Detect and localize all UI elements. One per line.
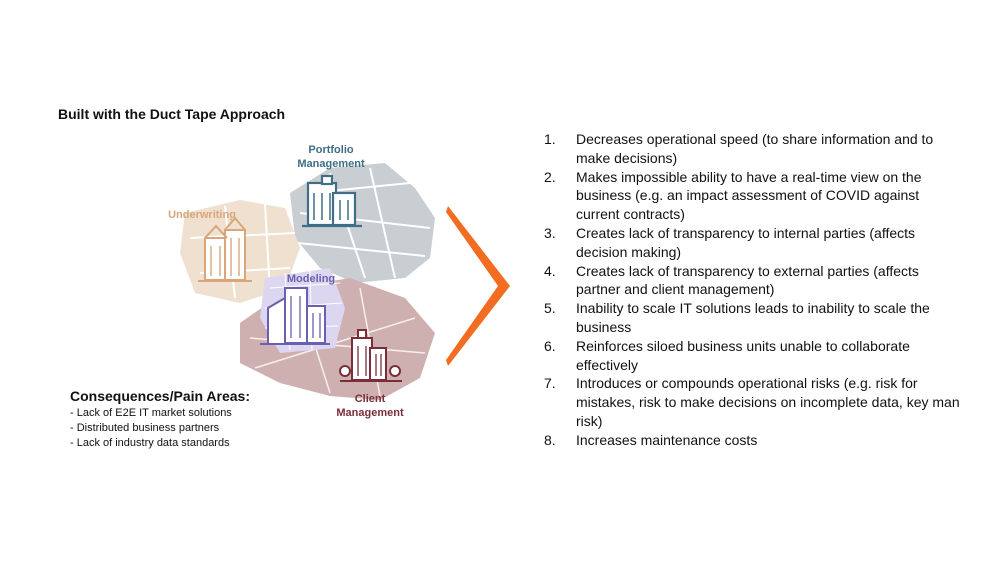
- consequence-item: - Lack of industry data standards: [70, 437, 230, 449]
- list-number: 8.: [544, 431, 556, 448]
- consequences-box: Consequences/Pain Areas: - Lack of E2E I…: [70, 388, 250, 451]
- list-number: 4.: [544, 262, 556, 279]
- list-item: 6. Reinforces siloed business units unabl…: [544, 337, 964, 375]
- city-map-illustration: [180, 163, 435, 400]
- effects-list: 1. Decreases operational speed (to share …: [544, 130, 964, 450]
- list-number: 7.: [544, 375, 556, 392]
- list-number: 1.: [544, 131, 556, 147]
- list-item: 1. Decreases operational speed (to share …: [544, 130, 964, 168]
- list-text: Creates lack of transparency to external…: [576, 262, 919, 298]
- portfolio-management-label: Portfolio Management: [296, 143, 366, 171]
- client-building-icon: [339, 329, 402, 382]
- list-text: Makes impossible ability to have a real-…: [576, 168, 922, 223]
- client-management-label: Client Management: [330, 392, 410, 420]
- list-item: 3. Creates lack of transparency to intern…: [544, 224, 964, 262]
- portfolio-building-icon: [302, 174, 362, 228]
- list-item: 2. Makes impossible ability to have a rea…: [544, 168, 964, 224]
- client-label-line1: Client: [354, 393, 386, 405]
- consequences-title: Consequences/Pain Areas:: [70, 388, 250, 404]
- consequence-item: - Distributed business partners: [70, 422, 220, 434]
- list-number: 3.: [544, 224, 556, 241]
- list-item: 8. Increases maintenance costs: [544, 431, 964, 450]
- list-item: 4. Creates lack of transparency to extern…: [544, 262, 964, 300]
- modeling-label: Modeling: [286, 273, 336, 285]
- list-number: 5.: [544, 300, 556, 317]
- list-text: Reinforces siloed business units unable …: [576, 337, 910, 373]
- list-text: Creates lack of transparency to internal…: [576, 224, 916, 260]
- chevron-right-icon: [446, 206, 510, 366]
- diagram-title: Built with the Duct Tape Approach: [58, 106, 286, 122]
- list-number: 2.: [544, 168, 556, 185]
- list-number: 6.: [544, 337, 556, 354]
- consequence-item: - Lack of E2E IT market solutions: [70, 407, 232, 419]
- underwriting-building-icon: [198, 216, 252, 282]
- list-text: Increases maintenance costs: [576, 431, 758, 448]
- client-label-line2: Management: [336, 407, 404, 419]
- list-item: 5. Inability to scale IT solutions leads …: [544, 299, 964, 337]
- portfolio-label-line2: Management: [297, 158, 365, 170]
- underwriting-label: Underwriting: [168, 209, 236, 221]
- list-text: Inability to scale IT solutions leads to…: [576, 300, 930, 335]
- portfolio-label-line1: Portfolio: [308, 144, 354, 156]
- list-text: Decreases operational speed (to share in…: [576, 131, 934, 166]
- modeling-building-icon: [260, 287, 330, 345]
- list-item: 7. Introduces or compounds operational ri…: [544, 374, 964, 430]
- list-text: Introduces or compounds operational risk…: [576, 375, 960, 429]
